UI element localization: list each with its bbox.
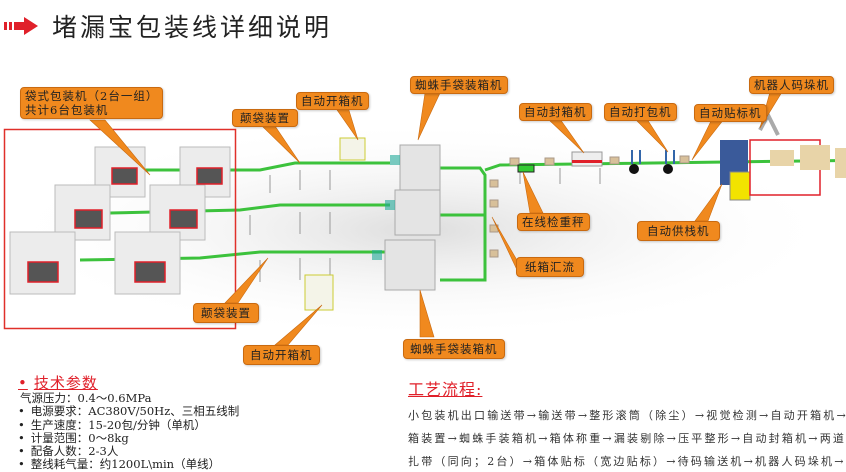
process-heading: 工艺流程: bbox=[408, 380, 483, 399]
callout-labeler: 自动贴标机 bbox=[694, 104, 767, 122]
technical-parameters: 技术参数 气源压力：0.4～0.6MPa 电源要求：AC380V/50Hz、三相… bbox=[20, 374, 239, 472]
callout-carton-merge: 纸箱汇流 bbox=[516, 257, 584, 277]
param-item: 生产速度：15-20包/分钟（单机） bbox=[20, 418, 239, 432]
process-line: 箱装置→蜘蛛手装箱机→箱体称重→漏装剔除→压平整形→自动封箱机→两道 bbox=[408, 432, 846, 445]
case-erectors bbox=[304, 137, 366, 311]
callout-spider-top: 蜘蛛手袋装箱机 bbox=[410, 76, 508, 94]
process-flow: 工艺流程: 小包装机出口输送带→输送带→整形滚筒（除尘）→视觉检测→自动开箱机→… bbox=[408, 376, 846, 469]
callout-case-erector-bottom: 自动开箱机 bbox=[243, 345, 320, 365]
callout-pallet-feeder: 自动供栈机 bbox=[637, 221, 720, 241]
callout-pointers bbox=[89, 91, 783, 346]
param-item: 气源压力：0.4～0.6MPa bbox=[20, 391, 152, 405]
process-line: 小包装机出口输送带→输送带→整形滚筒（除尘）→视觉检测→自动开箱机→ bbox=[408, 409, 846, 422]
process-line: 扎带（同向；2台）→箱体贴标（宽边贴标）→待码输送机→机器人码垛机→ bbox=[408, 455, 846, 468]
packaging-line-diagram bbox=[0, 91, 846, 346]
bag-packer-highlight-frame bbox=[3, 128, 237, 330]
callout-bag-packer: 袋式包装机（2台一组） 共计6台包装机 bbox=[20, 87, 164, 119]
red-arrow-icon bbox=[4, 17, 38, 35]
callout-bag-packer-line1: 袋式包装机（2台一组） bbox=[25, 89, 159, 103]
callout-case-sealer: 自动封箱机 bbox=[519, 103, 592, 121]
callout-bag-shaker-top: 颠袋装置 bbox=[232, 109, 298, 127]
param-item: 电源要求：AC380V/50Hz、三相五线制 bbox=[20, 404, 239, 418]
page-title: 堵漏宝包装线详细说明 bbox=[52, 13, 333, 42]
callout-checkweigher: 在线检重秤 bbox=[517, 213, 590, 231]
spider-boxing-machines bbox=[384, 144, 441, 291]
params-heading: 技术参数 bbox=[20, 374, 239, 392]
callout-bag-packer-line2: 共计6台包装机 bbox=[25, 103, 109, 117]
param-item: 计量范围：0～8kg bbox=[20, 431, 239, 445]
callout-spider-bottom: 蜘蛛手袋装箱机 bbox=[403, 339, 505, 359]
callout-bag-shaker-bottom: 颠袋装置 bbox=[193, 303, 259, 323]
callout-strapper: 自动打包机 bbox=[604, 103, 677, 121]
callout-palletizer: 机器人码垛机 bbox=[749, 76, 834, 94]
callout-case-erector-top: 自动开箱机 bbox=[296, 92, 369, 110]
param-item: 配备人数：2-3人 bbox=[20, 444, 239, 458]
cartons bbox=[489, 155, 690, 258]
param-item: 整线耗气量：约1200L\min（单线） bbox=[20, 458, 239, 472]
header: 堵漏宝包装线详细说明 bbox=[4, 8, 332, 44]
